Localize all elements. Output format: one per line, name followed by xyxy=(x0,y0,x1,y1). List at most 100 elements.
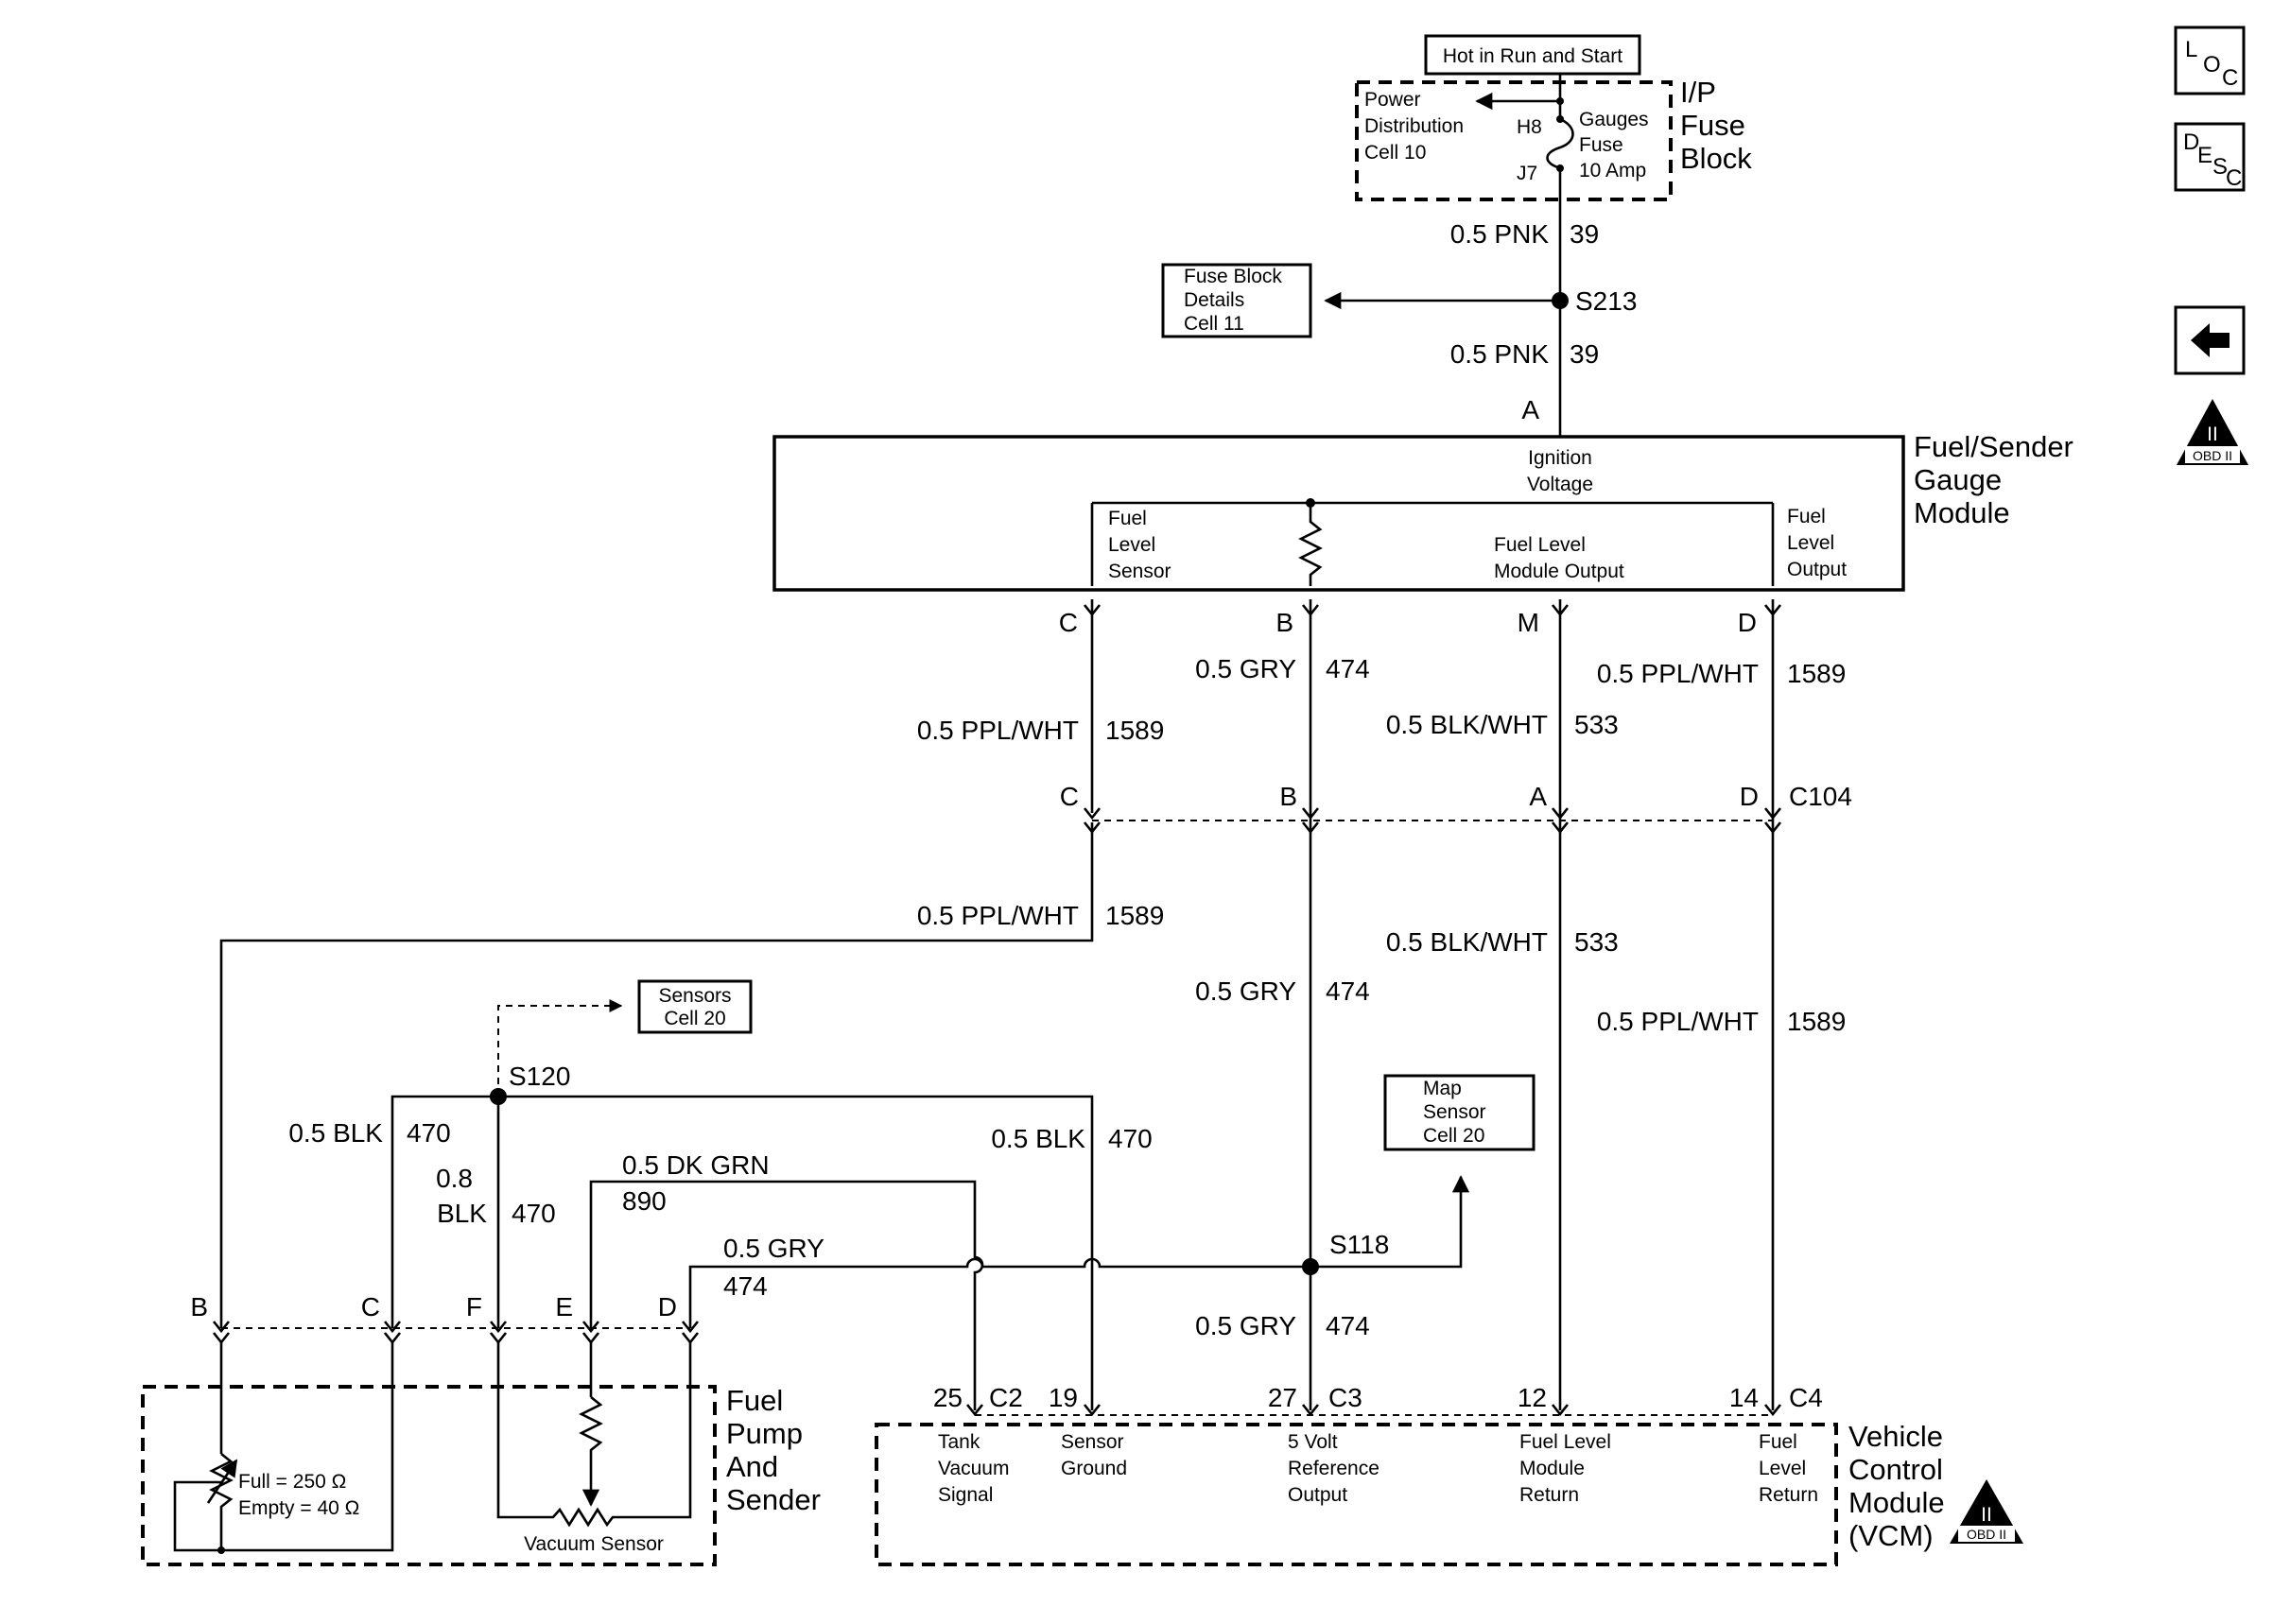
hot-in-run-label: Hot in Run and Start xyxy=(1424,34,1641,76)
svg-text:H8: H8 xyxy=(1517,116,1542,138)
svg-text:Fuse: Fuse xyxy=(1579,134,1623,156)
svg-text:A: A xyxy=(1521,395,1539,424)
svg-text:Control: Control xyxy=(1848,1453,1943,1486)
svg-text:474: 474 xyxy=(1326,976,1370,1006)
svg-text:(VCM): (VCM) xyxy=(1848,1519,1934,1552)
svg-text:Sender: Sender xyxy=(726,1483,821,1516)
vcm-connector: 25 C2 19 27 C3 12 14 C4 xyxy=(933,1383,1823,1417)
svg-text:474: 474 xyxy=(723,1271,768,1301)
svg-text:0.5 PPL/WHT: 0.5 PPL/WHT xyxy=(1597,659,1759,688)
svg-text:L: L xyxy=(2185,37,2197,62)
svg-text:Gauge: Gauge xyxy=(1914,463,2002,496)
svg-text:Sensor: Sensor xyxy=(1108,561,1171,582)
svg-text:Return: Return xyxy=(1519,1484,1579,1506)
svg-text:Fuel: Fuel xyxy=(1787,506,1826,527)
svg-text:Level: Level xyxy=(1108,534,1155,556)
svg-text:B: B xyxy=(190,1292,208,1322)
svg-text:C3: C3 xyxy=(1328,1383,1362,1412)
svg-text:Pump: Pump xyxy=(726,1417,803,1450)
svg-text:Cell 20: Cell 20 xyxy=(1423,1125,1484,1147)
svg-text:0.5 GRY: 0.5 GRY xyxy=(1195,1311,1296,1340)
svg-text:J7: J7 xyxy=(1517,163,1537,184)
svg-text:Module: Module xyxy=(1519,1458,1585,1479)
svg-text:D: D xyxy=(1738,608,1757,637)
svg-text:0.5 BLK: 0.5 BLK xyxy=(288,1118,383,1148)
svg-text:470: 470 xyxy=(512,1199,556,1228)
svg-text:E: E xyxy=(555,1292,573,1322)
fuel-pump-and-sender: Fuel Pump And Sender Full = 250 Ω Empty … xyxy=(141,1342,821,1566)
map-sensor-ref[interactable]: Map Sensor Cell 20 xyxy=(1383,1074,1536,1151)
svg-text:Cell 11: Cell 11 xyxy=(1184,313,1244,335)
svg-text:Module: Module xyxy=(1914,496,2010,529)
svg-text:0.5 DK GRN: 0.5 DK GRN xyxy=(622,1150,770,1180)
sensors-cell-ref[interactable]: Sensors Cell 20 xyxy=(637,979,753,1034)
connector-chevrons xyxy=(1083,604,1782,617)
svg-text:Fuel/Sender: Fuel/Sender xyxy=(1914,430,2073,463)
svg-text:533: 533 xyxy=(1574,710,1619,739)
svg-text:And: And xyxy=(726,1450,778,1483)
svg-text:470: 470 xyxy=(407,1118,451,1148)
svg-text:Cell 10: Cell 10 xyxy=(1364,142,1426,164)
svg-text:C: C xyxy=(2222,65,2238,91)
sender-connector: B C F E D xyxy=(190,1292,700,1345)
svg-text:S120: S120 xyxy=(509,1062,570,1091)
svg-text:Fuel: Fuel xyxy=(726,1384,783,1417)
svg-text:1589: 1589 xyxy=(1787,659,1846,688)
svg-text:M: M xyxy=(1518,608,1539,637)
svg-text:C4: C4 xyxy=(1789,1383,1823,1412)
wire-gry-474-sender xyxy=(688,1257,1310,1328)
svg-text:Fuel: Fuel xyxy=(1759,1431,1797,1453)
svg-text:Reference: Reference xyxy=(1288,1458,1379,1479)
svg-text:C104: C104 xyxy=(1789,782,1852,811)
svg-text:C: C xyxy=(1059,608,1078,637)
svg-text:Map: Map xyxy=(1423,1078,1462,1099)
svg-text:0.5 BLK/WHT: 0.5 BLK/WHT xyxy=(1386,927,1548,957)
svg-text:0.5 PNK: 0.5 PNK xyxy=(1450,219,1550,249)
connector-c104: C B A D C104 xyxy=(1060,782,1852,835)
svg-text:D: D xyxy=(658,1292,677,1322)
svg-text:890: 890 xyxy=(622,1186,667,1216)
svg-text:0.8: 0.8 xyxy=(436,1164,473,1193)
svg-text:0.5 PPL/WHT: 0.5 PPL/WHT xyxy=(917,901,1079,930)
svg-text:1589: 1589 xyxy=(1105,901,1164,930)
svg-text:O: O xyxy=(2203,52,2221,78)
svg-text:S213: S213 xyxy=(1575,286,1637,316)
svg-text:1589: 1589 xyxy=(1787,1007,1846,1036)
svg-text:Fuel Level: Fuel Level xyxy=(1519,1431,1611,1453)
svg-text:A: A xyxy=(1529,782,1547,811)
svg-text:Distribution: Distribution xyxy=(1364,115,1464,137)
svg-text:Level: Level xyxy=(1759,1458,1806,1479)
svg-text:Return: Return xyxy=(1759,1484,1818,1506)
svg-text:Sensor: Sensor xyxy=(1423,1101,1486,1123)
svg-text:Fuse Block: Fuse Block xyxy=(1184,266,1282,287)
svg-text:C: C xyxy=(361,1292,380,1322)
svg-text:Vacuum Sensor: Vacuum Sensor xyxy=(524,1533,664,1555)
svg-text:0.5 PPL/WHT: 0.5 PPL/WHT xyxy=(917,716,1079,745)
svg-text:Output: Output xyxy=(1288,1484,1347,1506)
fuse-block-details-ref[interactable]: Fuse Block Details Cell 11 xyxy=(1161,263,1312,338)
svg-text:Ground: Ground xyxy=(1061,1458,1127,1479)
svg-text:0.5 GRY: 0.5 GRY xyxy=(1195,654,1296,683)
svg-text:25: 25 xyxy=(933,1383,963,1412)
svg-text:533: 533 xyxy=(1574,927,1619,957)
location-icon[interactable]: L O C xyxy=(2174,26,2246,95)
svg-text:Sensors: Sensors xyxy=(658,985,731,1007)
obd-ii-icon[interactable]: II OBD II xyxy=(2177,399,2248,465)
svg-text:Module: Module xyxy=(1848,1486,1945,1519)
svg-text:0.5 GRY: 0.5 GRY xyxy=(1195,976,1296,1006)
svg-text:Fuse: Fuse xyxy=(1680,109,1745,142)
back-arrow-icon[interactable] xyxy=(2174,305,2246,375)
svg-text:D: D xyxy=(1740,782,1759,811)
svg-text:Vehicle: Vehicle xyxy=(1848,1420,1943,1453)
svg-text:0.5 GRY: 0.5 GRY xyxy=(723,1234,824,1263)
svg-text:0.5 BLK: 0.5 BLK xyxy=(991,1124,1085,1153)
vcm-obd-ii-icon[interactable]: II OBD II xyxy=(1950,1479,2023,1544)
svg-text:Block: Block xyxy=(1680,142,1752,175)
svg-text:Sensor: Sensor xyxy=(1061,1431,1124,1453)
svg-text:Empty = 40 Ω: Empty = 40 Ω xyxy=(238,1497,359,1519)
svg-text:II: II xyxy=(1981,1504,1992,1526)
svg-text:Cell 20: Cell 20 xyxy=(664,1008,725,1029)
description-icon[interactable]: D E S C xyxy=(2174,122,2246,192)
svg-text:S118: S118 xyxy=(1329,1230,1389,1259)
